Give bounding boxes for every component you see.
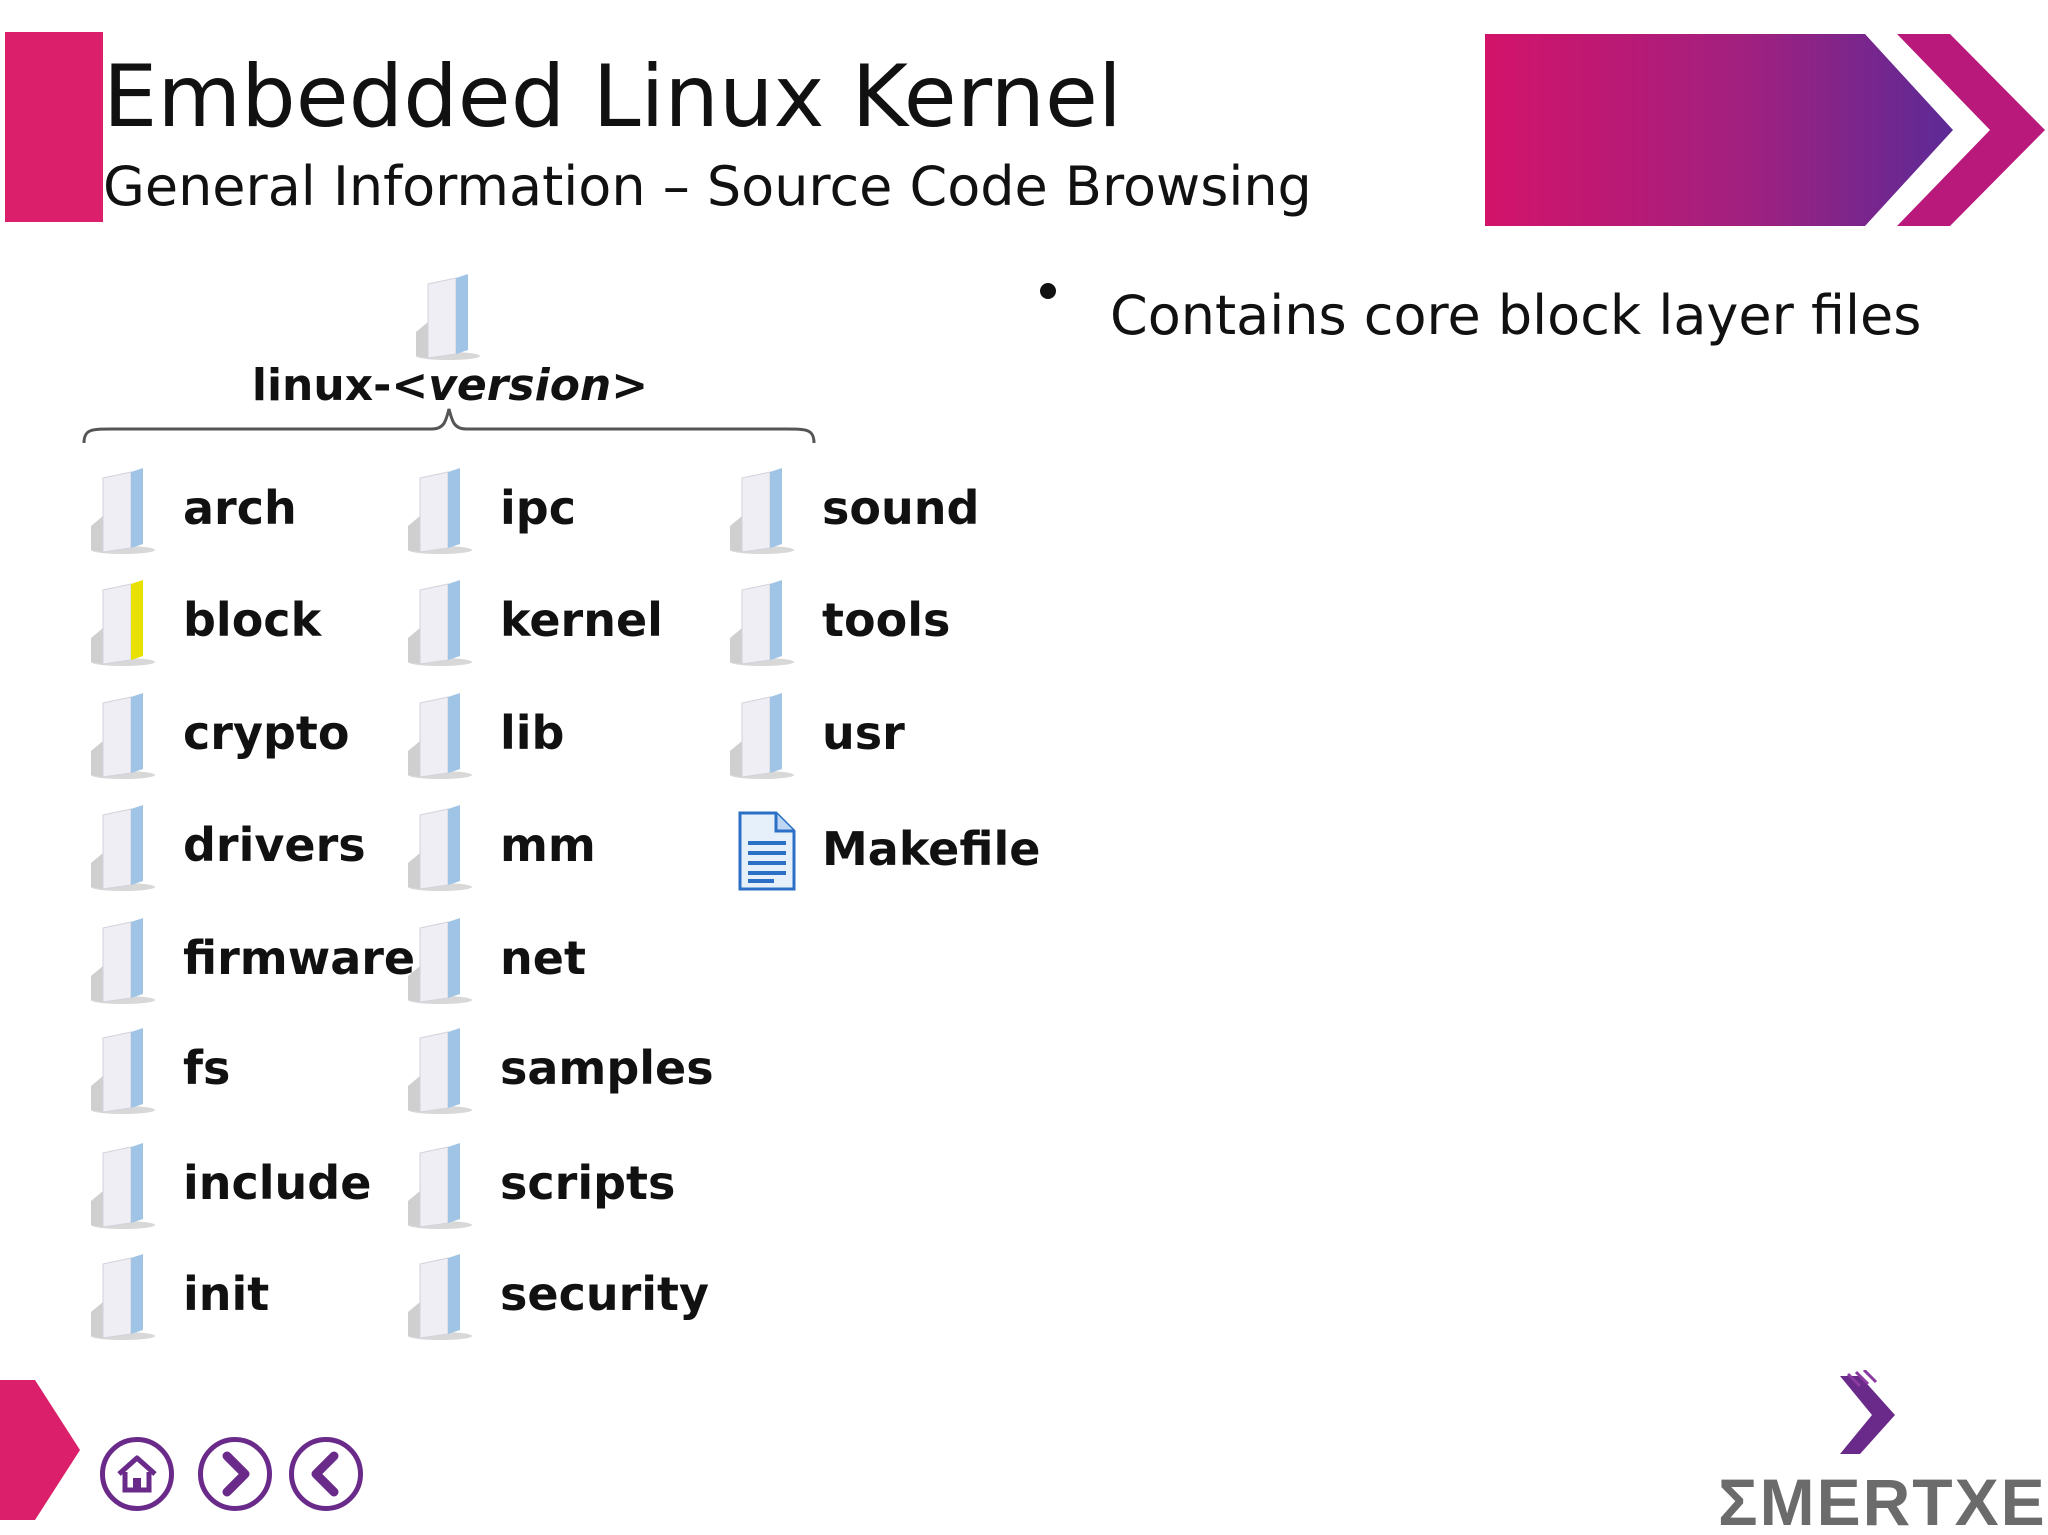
folder-icon — [722, 464, 806, 556]
folder-icon — [400, 1139, 484, 1231]
item-label: mm — [500, 818, 596, 872]
folder-item[interactable]: security — [400, 1250, 730, 1342]
page-title: Embedded Linux Kernel — [103, 47, 1122, 147]
item-label: usr — [822, 706, 905, 760]
item-label: samples — [500, 1041, 714, 1095]
svg-text:ΣMERTXE: ΣMERTXE — [1718, 1465, 2047, 1535]
folder-icon — [400, 801, 484, 893]
folder-item[interactable]: block — [83, 576, 413, 668]
folder-item[interactable]: tools — [722, 576, 1052, 668]
next-button[interactable] — [198, 1437, 272, 1511]
item-label: kernel — [500, 593, 663, 647]
item-label: Makefile — [822, 822, 1041, 876]
folder-icon — [400, 464, 484, 556]
item-label: ipc — [500, 481, 576, 535]
item-label: lib — [500, 706, 565, 760]
folder-icon — [83, 689, 167, 781]
item-label: include — [183, 1156, 372, 1210]
item-label: arch — [183, 481, 297, 535]
folder-icon — [83, 1139, 167, 1231]
folder-icon — [400, 1250, 484, 1342]
emertxe-logo: ΣMERTXE — [1718, 1370, 2047, 1535]
root-folder-icon[interactable] — [408, 270, 488, 362]
folder-item[interactable]: samples — [400, 1024, 730, 1116]
folder-icon — [83, 801, 167, 893]
previous-button[interactable] — [289, 1437, 363, 1511]
footer-accent-arrow — [0, 1380, 80, 1520]
folder-item[interactable]: lib — [400, 689, 730, 781]
page-subtitle: General Information – Source Code Browsi… — [103, 155, 1312, 218]
tree-brace — [82, 408, 816, 444]
folder-item[interactable]: ipc — [400, 464, 730, 556]
next-icon — [222, 1451, 250, 1497]
header-banner-chevron — [1485, 34, 2045, 226]
item-label: scripts — [500, 1156, 676, 1210]
folder-item[interactable]: usr — [722, 689, 1052, 781]
folder-highlighted-icon — [83, 576, 167, 668]
folder-icon — [400, 576, 484, 668]
bullet-marker — [1040, 283, 1056, 299]
folder-icon — [83, 1024, 167, 1116]
folder-item[interactable]: kernel — [400, 576, 730, 668]
folder-item[interactable]: net — [400, 914, 730, 1006]
folder-item[interactable]: init — [83, 1250, 413, 1342]
folder-item[interactable]: include — [83, 1139, 413, 1231]
item-label: fs — [183, 1041, 231, 1095]
item-label: crypto — [183, 706, 350, 760]
item-label: firmware — [183, 931, 416, 985]
item-label: security — [500, 1267, 710, 1321]
folder-icon — [83, 914, 167, 1006]
item-label: block — [183, 593, 322, 647]
folder-icon — [722, 689, 806, 781]
folder-item[interactable]: crypto — [83, 689, 413, 781]
item-label: init — [183, 1267, 270, 1321]
document-icon — [722, 805, 806, 897]
folder-item[interactable]: scripts — [400, 1139, 730, 1231]
folder-item[interactable]: arch — [83, 464, 413, 556]
file-item[interactable]: Makefile — [722, 805, 1052, 897]
folder-icon — [400, 1024, 484, 1116]
item-label: tools — [822, 593, 951, 647]
home-button[interactable] — [100, 1437, 174, 1511]
folder-item[interactable]: firmware — [83, 914, 416, 1006]
bullet-text: Contains core block layer files — [1110, 284, 1922, 347]
folder-icon — [400, 914, 484, 1006]
folder-icon — [83, 464, 167, 556]
previous-icon — [311, 1451, 339, 1497]
folder-item[interactable]: sound — [722, 464, 1052, 556]
folder-icon — [400, 689, 484, 781]
item-label: drivers — [183, 818, 366, 872]
folder-icon — [722, 576, 806, 668]
root-folder-label: linux-<version> — [251, 360, 649, 411]
folder-item[interactable]: fs — [83, 1024, 413, 1116]
item-label: sound — [822, 481, 980, 535]
folder-item[interactable]: mm — [400, 801, 730, 893]
folder-item[interactable]: drivers — [83, 801, 413, 893]
header-accent-bar — [5, 32, 103, 222]
home-icon — [117, 1455, 157, 1493]
folder-icon — [83, 1250, 167, 1342]
item-label: net — [500, 931, 586, 985]
